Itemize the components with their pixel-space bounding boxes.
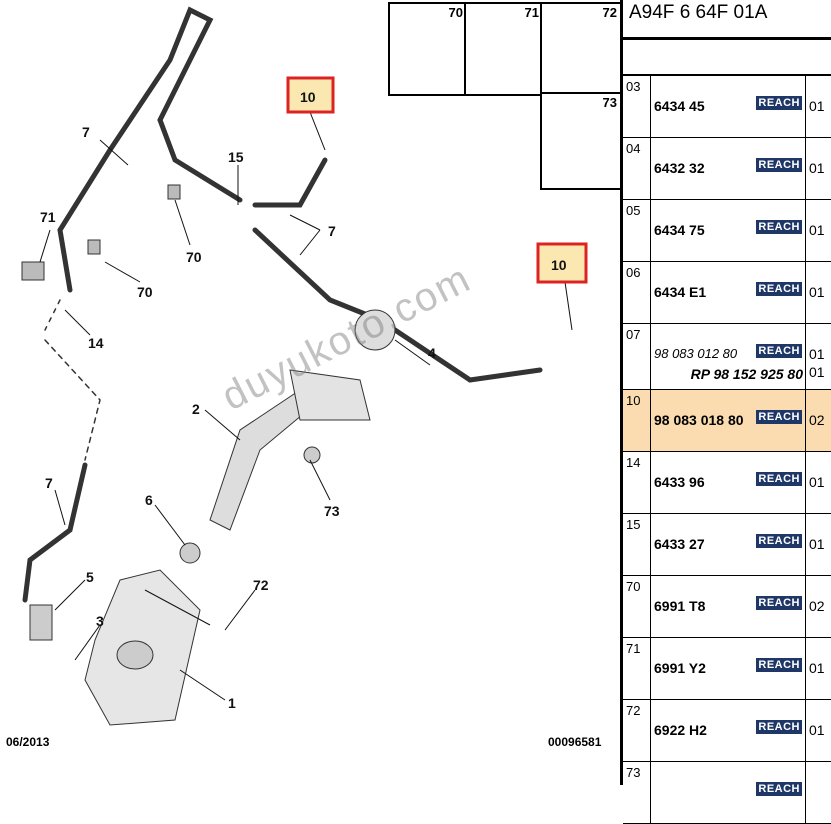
part-number[interactable]: 6433 27: [654, 536, 705, 552]
part-number[interactable]: 6991 Y2: [654, 660, 706, 676]
quantity: 01: [809, 98, 825, 114]
quantity: 02: [809, 598, 825, 614]
position-number: 04: [623, 138, 651, 199]
callout-72[interactable]: 72: [253, 577, 269, 593]
callout-3[interactable]: 3: [96, 613, 104, 629]
part-number[interactable]: 6434 45: [654, 98, 705, 114]
replacement-part-number[interactable]: RP 98 152 925 80: [690, 366, 803, 382]
position-number: 72: [623, 700, 651, 761]
callout-7[interactable]: 7: [82, 124, 90, 140]
kit-box-70[interactable]: 70: [388, 2, 468, 96]
position-number: 06: [623, 262, 651, 323]
reference-header: A94F 6 64F 01A: [623, 0, 831, 40]
callout-70[interactable]: 70: [137, 284, 153, 300]
part-number[interactable]: 6434 75: [654, 222, 705, 238]
position-number: 70: [623, 576, 651, 637]
part-number[interactable]: 6432 32: [654, 160, 705, 176]
table-row[interactable]: 73 REACH: [623, 762, 831, 824]
kit-box-72[interactable]: 72: [540, 2, 622, 96]
callout-2[interactable]: 2: [192, 401, 200, 417]
footer-code: 00096581: [548, 735, 602, 749]
callout-5[interactable]: 5: [86, 569, 94, 585]
position-number: 73: [623, 762, 651, 823]
position-number: 10: [623, 390, 651, 451]
reach-badge: REACH: [756, 720, 802, 734]
reach-badge: REACH: [756, 220, 802, 234]
replacement-quantity: 01: [809, 364, 825, 380]
footer-date: 06/2013: [6, 735, 50, 749]
callout-73[interactable]: 73: [324, 503, 340, 519]
quantity: 02: [809, 412, 825, 428]
position-number: 71: [623, 638, 651, 699]
callout-10[interactable]: 10: [551, 257, 567, 273]
callout-4[interactable]: 4: [428, 345, 436, 361]
callout-6[interactable]: 6: [145, 492, 153, 508]
part-number[interactable]: 6922 H2: [654, 722, 707, 738]
callout-7[interactable]: 7: [328, 223, 336, 239]
callout-box-10[interactable]: [536, 242, 588, 284]
callout-14[interactable]: 14: [88, 335, 104, 351]
callout-1[interactable]: 1: [228, 695, 236, 711]
quantity: 01: [809, 660, 825, 676]
quantity: 01: [809, 536, 825, 552]
reach-badge: REACH: [756, 534, 802, 548]
kit-box-71[interactable]: 71: [464, 2, 544, 96]
reach-badge: REACH: [756, 782, 802, 796]
quantity: 01: [809, 160, 825, 176]
callout-15[interactable]: 15: [228, 149, 244, 165]
part-number[interactable]: 6991 T8: [654, 598, 706, 614]
reach-badge: REACH: [756, 96, 802, 110]
part-number[interactable]: 98 083 012 80: [654, 346, 738, 361]
position-number: 15: [623, 514, 651, 575]
kit-box-73[interactable]: 73: [540, 92, 622, 190]
position-number: 14: [623, 452, 651, 513]
callout-box-10[interactable]: [286, 76, 335, 114]
reach-badge: REACH: [756, 158, 802, 172]
callout-10[interactable]: 10: [300, 89, 316, 105]
quantity: 01: [809, 222, 825, 238]
reach-badge: REACH: [756, 282, 802, 296]
callout-70[interactable]: 70: [186, 249, 202, 265]
reach-badge: REACH: [756, 658, 802, 672]
reach-badge: REACH: [756, 596, 802, 610]
position-number: 03: [623, 76, 651, 137]
reach-badge: REACH: [756, 344, 802, 358]
quantity: 01: [809, 474, 825, 490]
part-number[interactable]: 6434 E1: [654, 284, 707, 300]
quantity: 01: [809, 722, 825, 738]
reach-badge: REACH: [756, 472, 802, 486]
part-number[interactable]: 6433 96: [654, 474, 705, 490]
part-number[interactable]: 98 083 018 80: [654, 412, 744, 428]
callout-71[interactable]: 71: [40, 209, 56, 225]
parts-diagram: 7 71 70 70 14 15 7 10 10 4 2 73 6 7 5 3 …: [21, 6, 588, 726]
quantity: 01: [809, 284, 825, 300]
reach-badge: REACH: [756, 410, 802, 424]
quantity: 01: [809, 346, 825, 362]
position-number: 05: [623, 200, 651, 261]
callout-7[interactable]: 7: [45, 475, 53, 491]
position-number: 07: [623, 324, 651, 389]
